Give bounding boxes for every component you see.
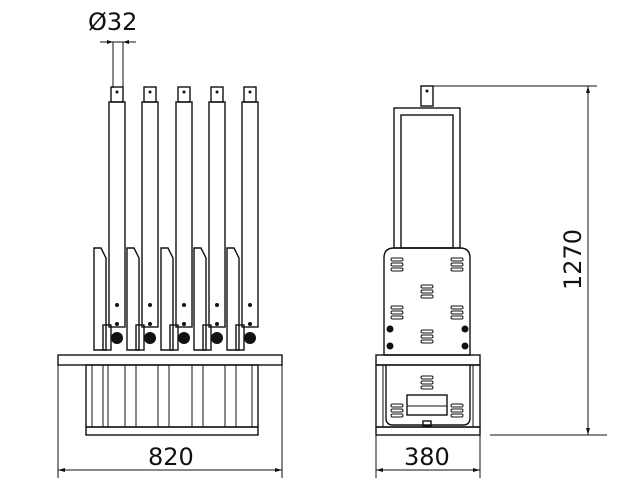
pole-4 [208, 86, 226, 328]
width-dimension: 820 [57, 365, 283, 478]
pole-1 [108, 86, 126, 328]
diameter-label: Ø32 [88, 8, 137, 36]
front-view: Ø32 [57, 8, 283, 478]
height-dimension: 1270 [421, 85, 607, 436]
holders [93, 247, 256, 351]
pole-5 [241, 86, 259, 328]
pole-2 [141, 86, 159, 328]
pole-3 [175, 86, 193, 328]
depth-dimension: 380 [375, 435, 481, 478]
vents [390, 257, 464, 418]
side-view: 380 1270 [375, 85, 607, 478]
height-label: 1270 [559, 229, 587, 290]
width-label: 820 [148, 443, 194, 471]
front-base-frame [57, 354, 283, 436]
depth-label: 380 [404, 443, 450, 471]
diameter-dimension: Ø32 [88, 8, 137, 88]
